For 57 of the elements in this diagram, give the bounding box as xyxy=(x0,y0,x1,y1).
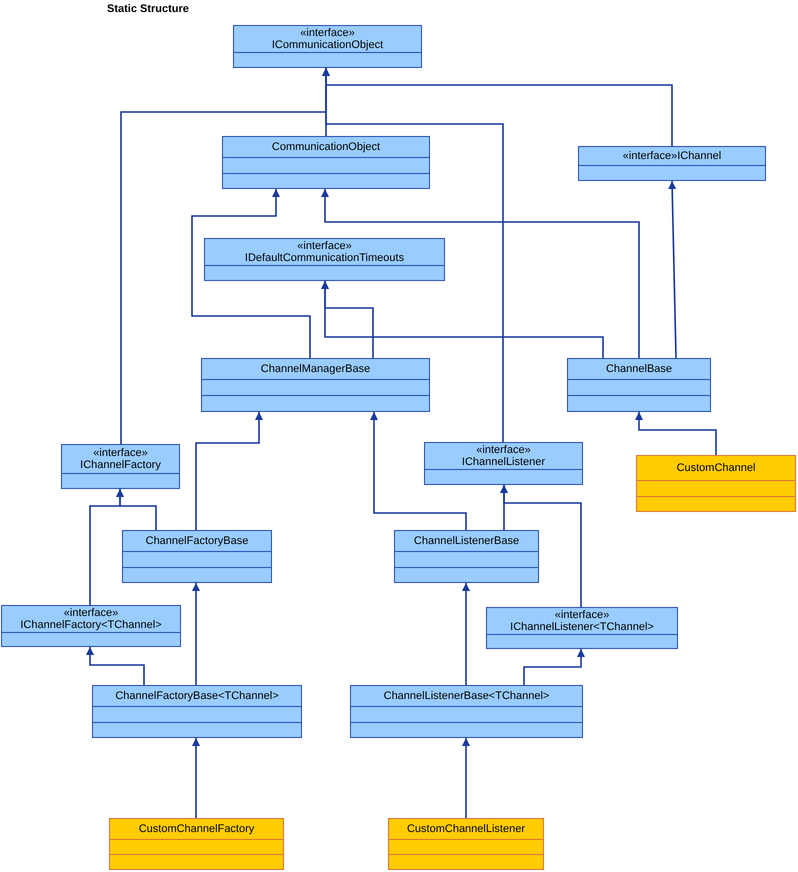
inheritance-arrow xyxy=(668,180,677,358)
inheritance-arrow xyxy=(89,489,124,605)
class-name: «interface»IChannel xyxy=(622,150,722,162)
class-name: ChannelListenerBase<TChannel> xyxy=(384,690,550,702)
class-box xyxy=(578,146,766,181)
inheritance-arrow xyxy=(321,281,604,358)
class-name: IChannelFactory<TChannel> xyxy=(20,619,162,631)
inheritance-arrow xyxy=(500,485,582,607)
inheritance-arrow xyxy=(86,647,145,685)
class-name: CustomChannelListener xyxy=(406,823,525,835)
class-box xyxy=(350,685,583,738)
class-box xyxy=(92,685,302,738)
class-name: IChannelFactory xyxy=(80,459,161,471)
class-box xyxy=(204,238,445,281)
inheritance-arrow xyxy=(462,583,470,685)
stereotype-label: «interface» xyxy=(476,444,531,456)
inheritance-arrow xyxy=(462,738,470,818)
class-name: CustomChannel xyxy=(676,462,756,474)
class-name: ICommunicationObject xyxy=(272,39,384,51)
inheritance-arrow xyxy=(192,583,200,685)
class-name: ChannelListenerBase xyxy=(414,535,520,547)
inheritance-arrow xyxy=(321,189,640,358)
class-name: CommunicationObject xyxy=(272,141,380,153)
class-box xyxy=(233,25,422,68)
class-name: ChannelManagerBase xyxy=(260,363,370,375)
class-name: ChannelBase xyxy=(606,363,672,375)
diagram-title: Static Structure xyxy=(107,2,189,17)
class-name: IChannelListener xyxy=(462,456,546,468)
stereotype-label: «interface» xyxy=(300,27,355,39)
class-box xyxy=(636,455,796,512)
inheritance-arrow xyxy=(635,412,717,455)
class-box xyxy=(222,136,430,189)
inheritance-arrow xyxy=(523,649,585,685)
class-box xyxy=(109,818,284,870)
class-box xyxy=(61,444,180,489)
class-box xyxy=(424,442,583,485)
inheritance-arrow xyxy=(192,738,200,818)
class-name: ChannelFactoryBase xyxy=(146,535,248,547)
class-box xyxy=(122,530,272,583)
class-box xyxy=(201,358,430,412)
class-name: IDefaultCommunicationTimeouts xyxy=(244,252,404,264)
inheritance-arrow xyxy=(370,412,467,530)
stereotype-label: «interface» xyxy=(297,240,352,252)
inheritance-arrow xyxy=(191,189,311,358)
inheritance-arrow xyxy=(195,412,263,530)
stereotype-label: «interface» xyxy=(64,607,118,619)
stereotype-label: «interface» xyxy=(554,609,610,621)
class-name: ChannelFactoryBase<TChannel> xyxy=(115,690,279,702)
class-name: IChannelListener<TChannel> xyxy=(510,621,654,633)
class-box xyxy=(567,358,711,412)
class-box xyxy=(486,607,678,649)
class-box xyxy=(394,530,539,583)
class-box xyxy=(1,605,181,647)
class-box xyxy=(388,818,544,870)
class-name: CustomChannelFactory xyxy=(138,823,254,835)
stereotype-label: «interface» xyxy=(93,447,148,459)
inheritance-arrow xyxy=(322,68,504,442)
